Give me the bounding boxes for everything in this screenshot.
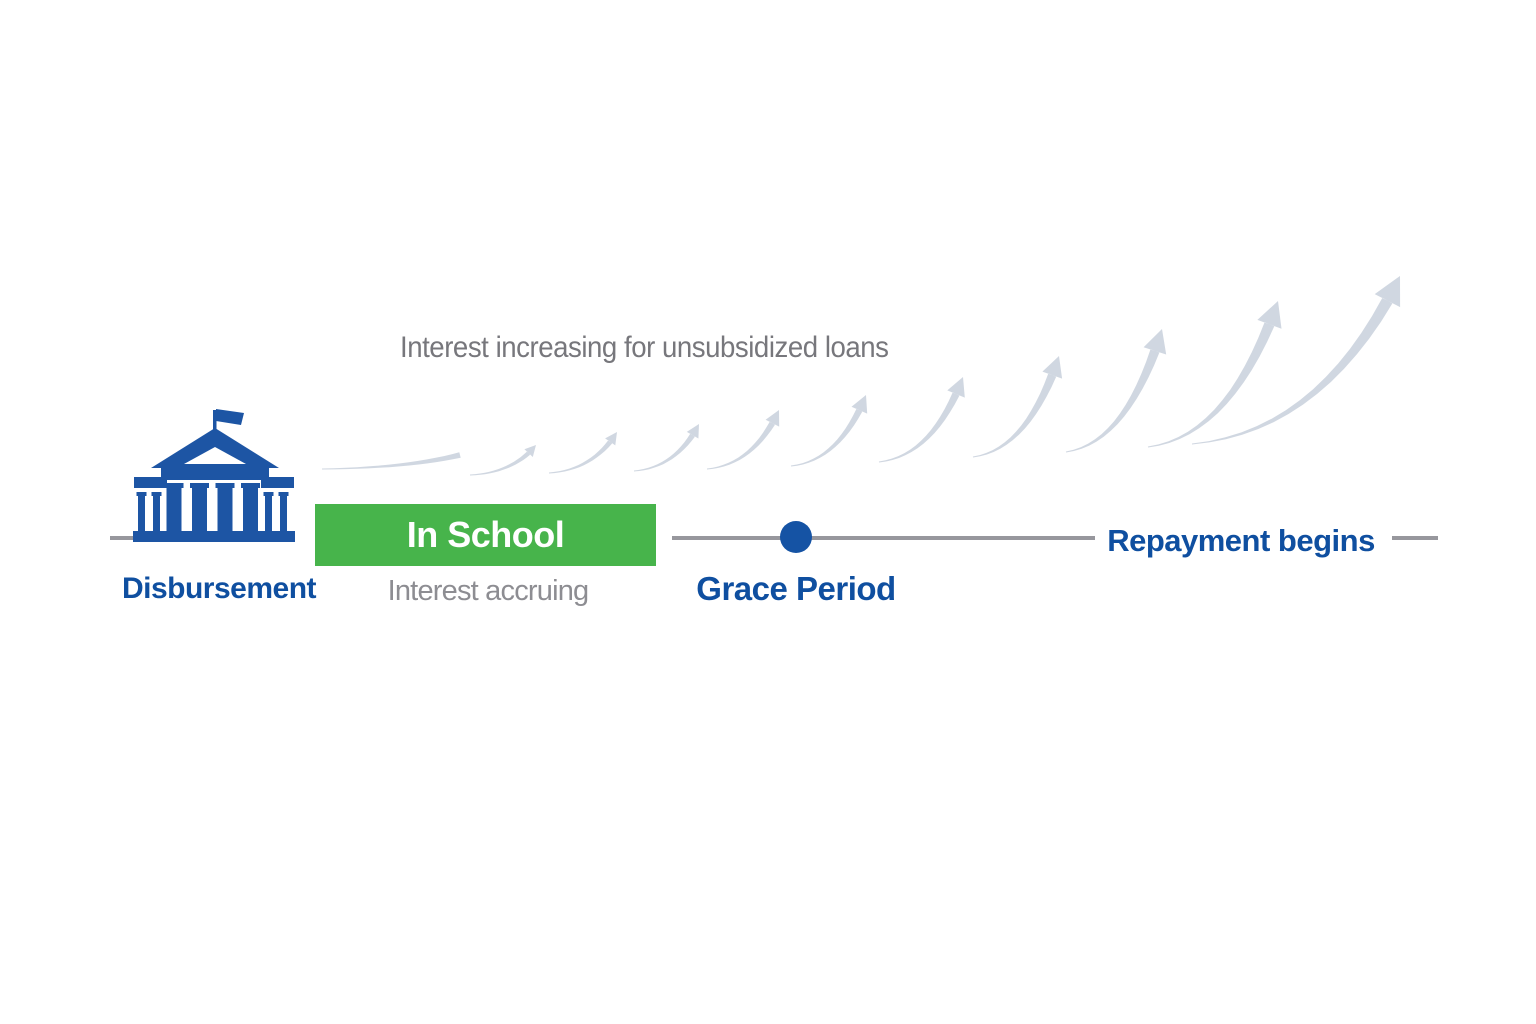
- growth-arrow: [549, 432, 617, 474]
- in-school-label: In School: [406, 514, 565, 555]
- in-school-badge: In School: [315, 504, 656, 566]
- growth-arrow: [972, 356, 1063, 458]
- interest-increasing-label: Interest increasing for unsubsidized loa…: [400, 331, 889, 364]
- growth-arrow: [1147, 301, 1282, 448]
- repayment-begins-label: Repayment begins: [1107, 523, 1375, 558]
- growth-arrow: [878, 377, 965, 463]
- grace-period-marker-dot: [780, 521, 812, 553]
- architrave: [161, 467, 269, 480]
- growth-arrow: [1192, 276, 1401, 445]
- growth-arrow: [470, 445, 536, 476]
- growth-arrow: [634, 424, 699, 472]
- building-base: [133, 531, 295, 542]
- disbursement-label: Disbursement: [121, 572, 317, 605]
- growth-arrow: [790, 395, 868, 467]
- flag-pole: [213, 410, 217, 440]
- interest-accruing-label: Interest accruing: [387, 575, 590, 607]
- timeline-segment-left: [110, 536, 140, 540]
- timeline-segment-middle: [672, 536, 1095, 540]
- growth-arrow: [322, 452, 461, 470]
- university-building-icon: [133, 409, 295, 542]
- timeline-segment-right: [1392, 536, 1438, 540]
- growth-arrow: [1065, 329, 1167, 453]
- flag: [216, 409, 244, 425]
- side-columns: [136, 492, 289, 531]
- main-columns: [164, 483, 260, 531]
- grace-period-label: Grace Period: [696, 570, 896, 607]
- growth-arrow: [707, 410, 780, 470]
